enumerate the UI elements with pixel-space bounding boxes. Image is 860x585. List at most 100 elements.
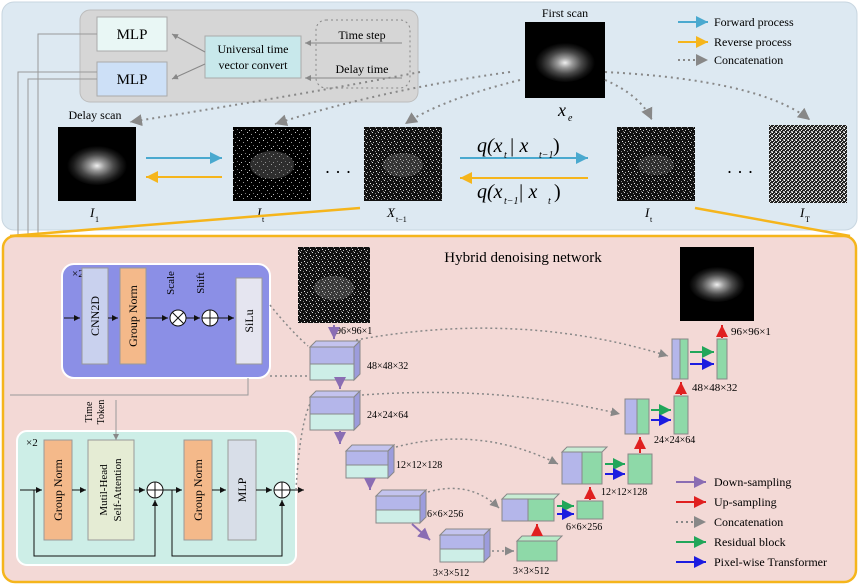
frame-label-2: I xyxy=(256,205,262,220)
trans-group-norm-1-label: Group Norm xyxy=(51,459,65,521)
time-token-label-1: Time xyxy=(84,401,95,422)
network-input-image xyxy=(298,247,370,323)
encoder-stage-2 xyxy=(308,389,362,432)
dec-label-2: 6×6×256 xyxy=(566,522,602,533)
dec-label-4: 24×24×64 xyxy=(654,435,695,446)
delay-scan-body xyxy=(67,145,127,185)
cnn-to-trans-route xyxy=(10,378,249,396)
encoder-stage-3 xyxy=(344,443,396,480)
frame-sub-4: t xyxy=(650,215,653,224)
time-step-label: Time step xyxy=(338,28,385,42)
attention-label-1: Mutil-Head xyxy=(98,464,110,516)
enc-label-5: 6×6×256 xyxy=(427,509,463,520)
ellipsis-1: · · · xyxy=(325,162,352,182)
time-inputs-dotted-box xyxy=(315,19,411,89)
orange-connector-right xyxy=(694,206,851,238)
eq-reverse-head: q(x xyxy=(477,181,503,203)
decoder-stage-4 xyxy=(500,493,604,522)
frame-sub-2: t xyxy=(262,215,265,224)
trans-mlp-box xyxy=(227,439,257,541)
concat-arc-frame4 xyxy=(604,79,653,121)
shift-label: Shift xyxy=(195,272,207,293)
legend-down-label: Down-sampling xyxy=(714,475,791,489)
noisy-frame-3-body xyxy=(638,155,674,175)
cnn-block xyxy=(61,263,271,379)
trans-add-1-cross xyxy=(147,482,163,498)
encoder-stage-1 xyxy=(308,339,362,382)
eq-reverse-sub2: t xyxy=(548,196,551,207)
noisy-frame-1 xyxy=(233,127,311,201)
first-scan-body xyxy=(535,42,595,82)
attention-box xyxy=(87,439,135,541)
enc-label-1: 96×96×1 xyxy=(336,326,372,337)
enc-label-3: 24×24×64 xyxy=(367,410,408,421)
trans-group-norm-2-box xyxy=(183,439,213,541)
skip-concat-1 xyxy=(355,327,669,358)
scale-multiply-cross xyxy=(171,311,185,325)
legend-residual-label: Residual block xyxy=(714,535,786,549)
network-output-body xyxy=(689,266,745,302)
mlp-bottom-label: MLP xyxy=(117,72,148,88)
trans-residual-1 xyxy=(33,490,158,557)
trans-group-norm-2-label: Group Norm xyxy=(191,459,205,521)
dec-label-1: 3×3×512 xyxy=(513,566,549,577)
cnn2d-label: CNN2D xyxy=(88,296,102,336)
universal-time-label-1: Universal time xyxy=(218,42,289,56)
x-e-label: x xyxy=(557,100,566,120)
cnn-repeat-label: ×2 xyxy=(72,268,84,280)
enc-label-2: 48×48×32 xyxy=(367,361,408,372)
forward-equation: q(x t | x t−1 ) xyxy=(477,135,560,161)
decoder-stage-3 xyxy=(560,446,653,485)
mlp-top-box xyxy=(96,16,168,52)
frame-label-1: I xyxy=(89,205,95,220)
scale-label: Scale xyxy=(165,271,177,295)
x-e-sub: e xyxy=(568,113,573,124)
noisy-frame-3 xyxy=(617,127,695,201)
frame-label-4: I xyxy=(644,205,650,220)
eq-forward-mid: | x xyxy=(509,135,528,157)
shift-add-cross xyxy=(202,310,218,326)
silu-box xyxy=(235,277,263,365)
trans-residual-2 xyxy=(171,490,285,557)
frame-sub-1: 1 xyxy=(95,215,99,224)
time-token-label-2: Token xyxy=(96,400,107,425)
encoder-stage-4 xyxy=(374,488,428,525)
legend-pixel-label: Pixel-wise Transformer xyxy=(714,555,827,569)
frame-sub-3: t−1 xyxy=(396,215,407,224)
eq-reverse-end: ) xyxy=(554,181,561,203)
reverse-equation: q(x t−1 | x t ) xyxy=(477,181,561,207)
legend-concat-label: Concatenation xyxy=(714,53,783,67)
delay-time-label: Delay time xyxy=(336,62,389,76)
down-arrow-5 xyxy=(411,523,431,541)
decoder-stage-1 xyxy=(671,338,728,380)
silu-label: SiLu xyxy=(242,309,256,332)
ellipsis-2: · · · xyxy=(727,162,754,182)
cnn2d-box xyxy=(81,267,109,365)
frame-label-5: I xyxy=(799,205,805,220)
frame-sub-5: T xyxy=(805,215,810,224)
decoder-bottleneck xyxy=(515,535,564,562)
eq-forward-end: ) xyxy=(553,135,560,157)
noisy-frame-4 xyxy=(769,125,847,203)
concat-arc-frame5 xyxy=(604,71,811,121)
cnn-group-norm-label: Group Norm xyxy=(126,285,140,347)
orange-connector-left xyxy=(9,206,361,238)
legend-concat-label-bottom: Concatenation xyxy=(714,515,783,529)
network-input-body xyxy=(314,276,354,300)
enc-label-4: 12×12×128 xyxy=(396,460,442,471)
legend-reverse-label: Reverse process xyxy=(714,35,792,49)
noisy-frame-2 xyxy=(364,127,442,201)
skip-concat-3 xyxy=(395,438,559,465)
dec-label-3: 12×12×128 xyxy=(601,487,647,498)
noisy-frame-1-body xyxy=(250,151,294,179)
trans-repeat-label: ×2 xyxy=(26,437,38,449)
cnn-group-norm-box xyxy=(119,267,147,365)
enc-label-6: 3×3×512 xyxy=(433,568,469,579)
mlp-top-label: MLP xyxy=(117,27,148,43)
eq-reverse-sub1: t−1 xyxy=(504,196,519,207)
frame-label-3: X xyxy=(386,205,396,220)
legend-up-label: Up-sampling xyxy=(714,495,777,509)
decoder-stage-2 xyxy=(624,395,689,435)
universal-time-box xyxy=(204,35,302,79)
